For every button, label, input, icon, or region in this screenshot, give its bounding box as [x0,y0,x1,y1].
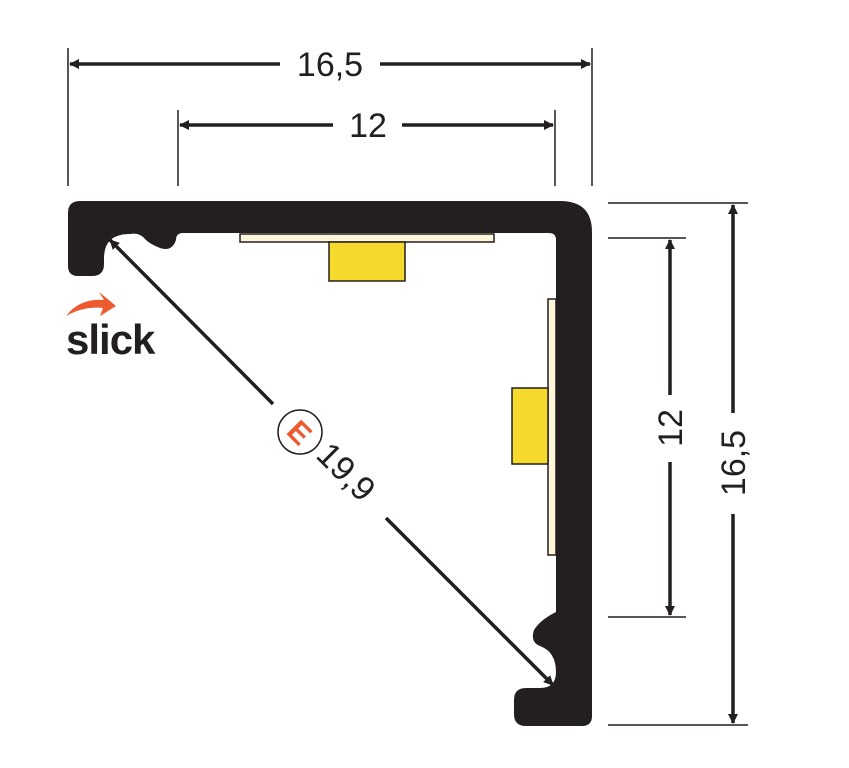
dim-line-diagonal-lower [384,516,555,687]
led-chip-right [511,387,549,465]
dim-label-top-outer: 16,5 [297,46,363,84]
brand-name: slick [66,316,156,363]
dim-label-diagonal: 19,9 [309,435,383,509]
dim-label-right-outer: 16,5 [715,430,753,496]
led-strip-right [547,298,557,556]
logo-swoosh-icon [66,292,116,316]
dim-label-right-inner: 12 [652,409,690,447]
extension-lines [67,48,748,726]
dim-line-diagonal-upper [108,238,275,406]
e-badge: E [277,409,323,455]
led-strip-top [239,233,495,243]
dim-label-top-inner: 12 [349,107,387,145]
led-chip-top [328,241,406,282]
slick-logo: slick [66,292,157,363]
